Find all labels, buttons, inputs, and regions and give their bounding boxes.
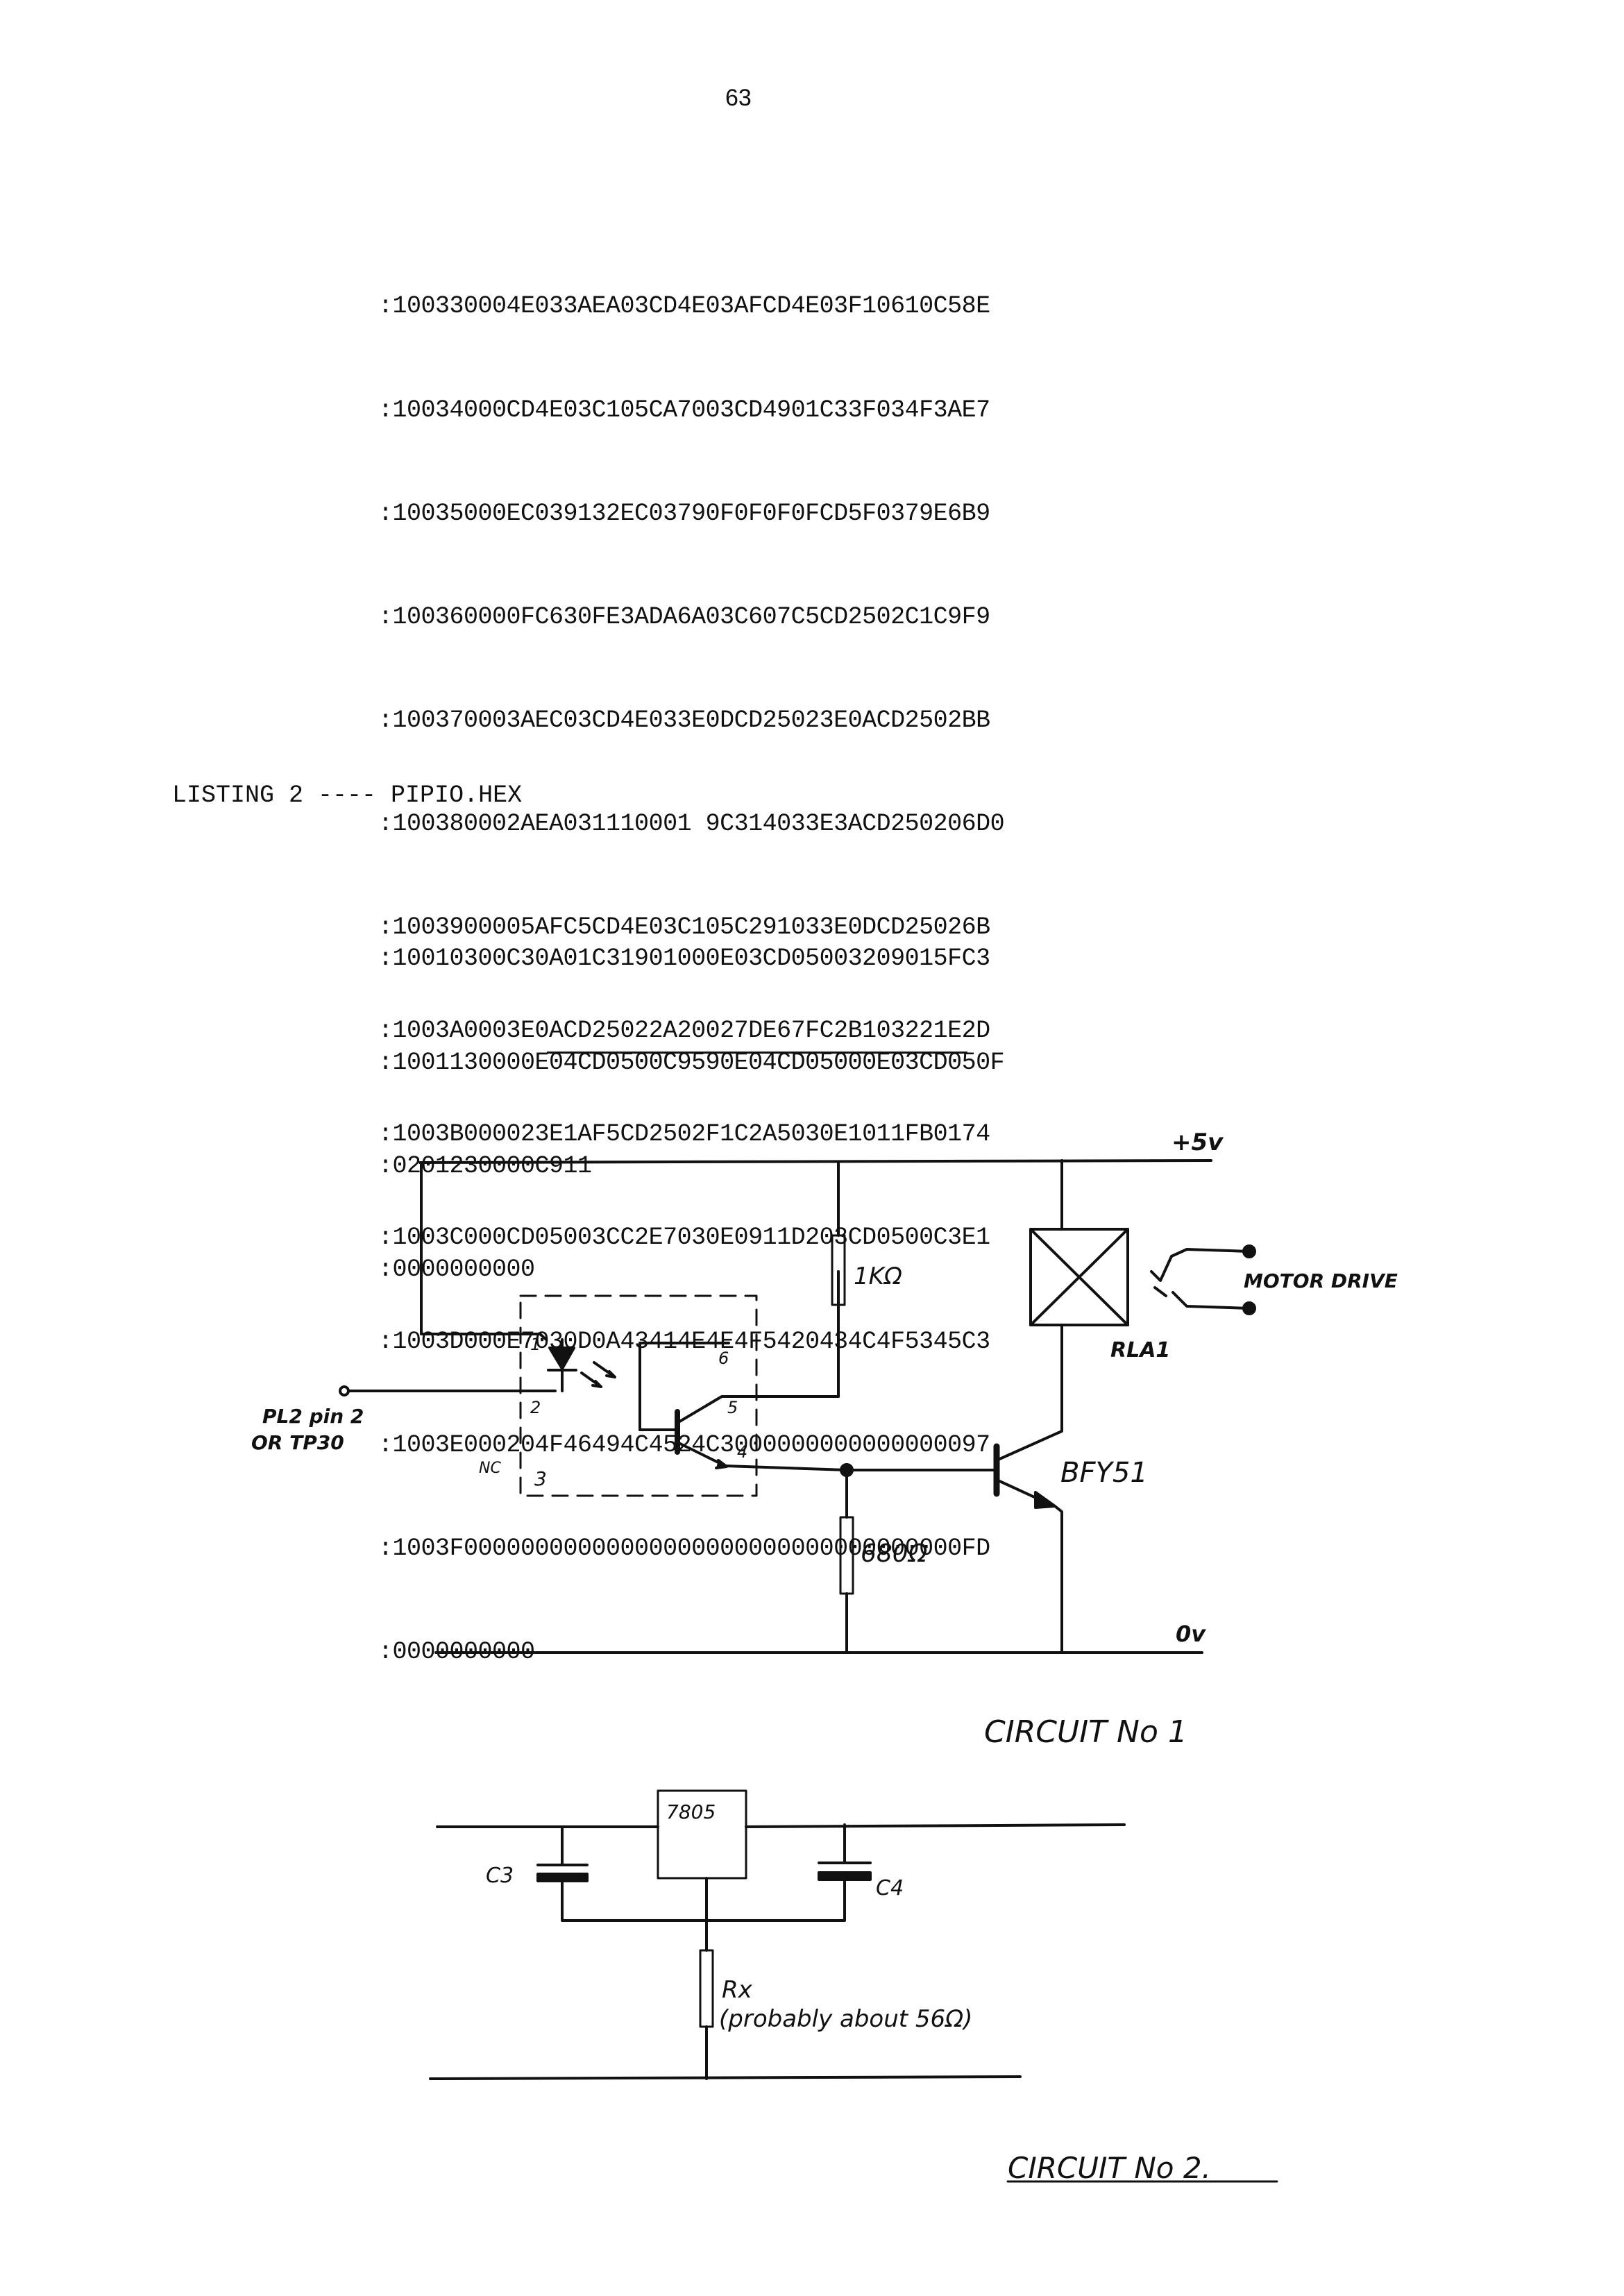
circuit-2-caption: CIRCUIT No 2. (1008, 2151, 1211, 2185)
hex-line: :1003C000CD05003CC2E7030E0911D203CD0500C… (378, 1224, 990, 1252)
phototransistor-emitter (676, 1441, 998, 1471)
led-anode-wire (420, 1161, 548, 1341)
supply-rail (418, 1159, 1212, 1164)
hex-line: :10034000CD4E03C105CA7003CD4901C33F034F3… (378, 396, 990, 424)
motor-drive-label: MOTOR DRIVE (1244, 1269, 1398, 1292)
hex-line: :1003A0003E0ACD25022A20027DE67FC2B103221… (378, 1017, 990, 1045)
hex-line: :100360000FC630FE3ADA6A03C607C5CD2502C1C… (378, 602, 990, 631)
relay-coil (1029, 1228, 1129, 1326)
phototransistor-base (638, 1342, 730, 1431)
regulator-7805 (657, 1789, 747, 1880)
section-divider (547, 1052, 967, 1054)
hex-line: :0000000000 (378, 1255, 535, 1283)
relay-label: RLA1 (1110, 1338, 1170, 1362)
bottom-rail (429, 2075, 1022, 2080)
led-light-arrow (580, 1371, 602, 1388)
pin-3-label: 3 (534, 1467, 547, 1490)
rx-label: Rx (722, 1976, 753, 2004)
hex-line: :100380002AEA031110001 9C314033E3ACD2502… (378, 809, 1005, 838)
circuit-1-caption: CIRCUIT No 1 (984, 1714, 1187, 1750)
ground-label: 0v (1176, 1621, 1206, 1647)
nc-label: NC (479, 1460, 501, 1477)
c3-label: C3 (486, 1864, 514, 1888)
pin-4-label: 4 (737, 1442, 747, 1462)
hex-line: :1003D000E7030D0A43414E4E4F5420434C4F534… (378, 1327, 990, 1356)
resistor-680-label: 680Ω (861, 1539, 928, 1568)
pin-5-label: 5 (727, 1398, 738, 1417)
transistor-label: BFY51 (1060, 1457, 1148, 1489)
hex-listing-2: :10010300C30A01C31901000E03CD05003209015… (378, 873, 1005, 1322)
led-symbol (548, 1347, 575, 1370)
page-number: 63 (725, 85, 752, 111)
led-light-arrow (593, 1361, 616, 1378)
regulator-label: 7805 (666, 1800, 716, 1823)
input-terminal (339, 1385, 350, 1396)
pin-1-label: 1 (530, 1335, 541, 1354)
supply-label: +5v (1172, 1129, 1224, 1156)
hex-line: :1003B000023E1AF5CD2502F1C2A5030E1011FB0… (378, 1120, 990, 1149)
relay-contact (1153, 1286, 1251, 1310)
rx-note: (probably about 56Ω) (719, 2005, 972, 2033)
hex-line: :100370003AEC03CD4E033E0DCD25023E0ACD250… (378, 706, 990, 734)
hex-line: :0201230000C911 (378, 1151, 592, 1180)
hex-line: :100330004E033AEA03CD4E03AFCD4E03F10610C… (378, 292, 990, 321)
phototransistor-collector (676, 1270, 840, 1424)
hex-line: :10010300C30A01C31901000E03CD05003209015… (378, 945, 990, 973)
c4-label: C4 (876, 1876, 904, 1900)
hex-line: :1003F0000000000000000000000000000000000… (378, 1534, 990, 1562)
pin-6-label: 6 (718, 1349, 729, 1368)
listing-2-title: LISTING 2 ---- PIPIO.HEX (172, 782, 523, 809)
hex-listing-1: :100330004E033AEA03CD4E03AFCD4E03F10610C… (378, 221, 1005, 1704)
resistor-1k-label: 1KΩ (854, 1263, 902, 1290)
relay-contact (1150, 1248, 1251, 1282)
output-rail (745, 1823, 1126, 1828)
input-label-alt: OR TP30 (251, 1431, 344, 1454)
hex-line: :10035000EC039132EC03790F0F0F0FCD5F0379E… (378, 499, 990, 527)
hex-line: :1003900005AFC5CD4E03C105C291033E0DCD250… (378, 913, 990, 942)
transistor-bfy51-collector (995, 1356, 1063, 1462)
resistor-rx (699, 1949, 714, 2028)
input-label: PL2 pin 2 (262, 1405, 364, 1428)
pin-2-label: 2 (530, 1398, 541, 1417)
